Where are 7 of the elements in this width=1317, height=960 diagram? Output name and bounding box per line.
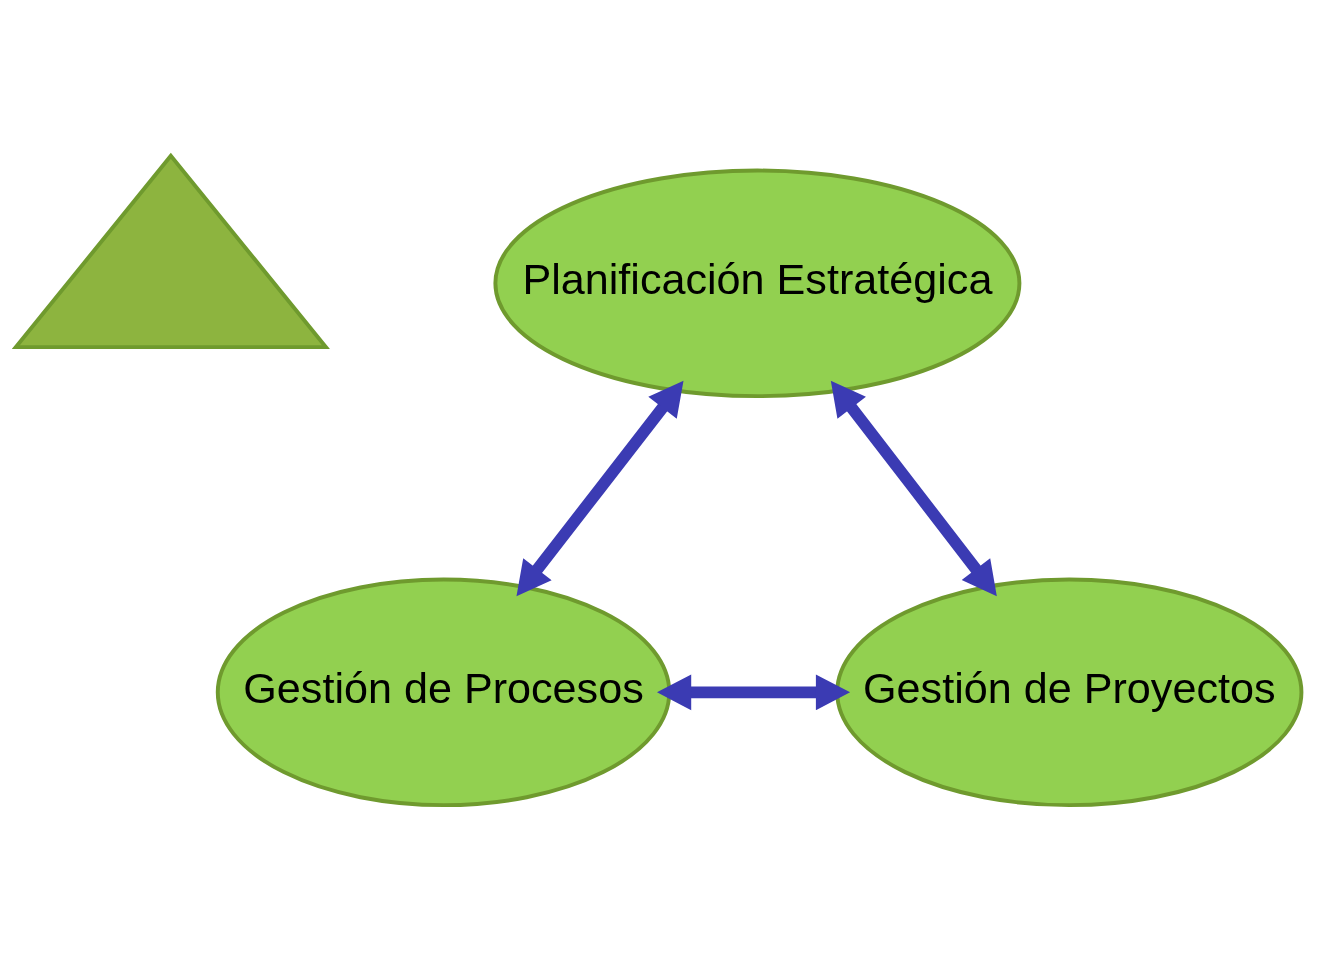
node-ellipse: Gestión de Procesos — [215, 577, 672, 807]
arrow — [830, 380, 997, 596]
node-triangle — [11, 152, 330, 349]
arrow — [516, 380, 684, 596]
arrow — [656, 673, 851, 710]
node-ellipse: Planificación Estratégica — [493, 168, 1022, 398]
node-ellipse: Gestión de Proyectos — [835, 577, 1304, 807]
